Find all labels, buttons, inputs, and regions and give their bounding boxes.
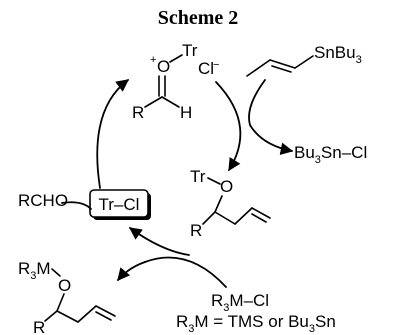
- vinyl-bond: [251, 207, 271, 219]
- product-o-c-bond: [56, 293, 65, 312]
- cycle-arrow-right: [215, 81, 242, 172]
- allyl-double-bond-inner: [271, 65, 292, 73]
- cycle-arrow-left: [96, 79, 130, 189]
- allyl-single-bond-1: [246, 59, 271, 77]
- product-oxygen: O: [58, 276, 71, 295]
- catalyst-box-frame: [89, 189, 149, 218]
- o-c-bond: [214, 195, 223, 213]
- allyl-stannane: SnBu3: [246, 43, 362, 77]
- trityl-oxocarbenium-complex: + O Tr Cl − R H: [132, 41, 219, 122]
- o-tr-bond: [169, 54, 183, 63]
- tin-chloride-exit-arrow: [249, 124, 294, 155]
- aldehyde-label: RCHO: [18, 191, 68, 210]
- c-r-bond-ether: [202, 211, 216, 225]
- product-c-ch2-bond: [56, 310, 79, 323]
- ether-oxygen: O: [220, 177, 233, 196]
- product-metal-label: R3M: [18, 259, 51, 282]
- product-r-group: R: [33, 318, 45, 335]
- metal-ether-product: R3M O R: [18, 259, 116, 335]
- catalyst-box: Tr–Cl: [89, 189, 151, 220]
- complex-r-group: R: [132, 103, 144, 122]
- product-exit-arrow: [117, 261, 146, 281]
- positive-charge: +: [150, 54, 156, 66]
- product-c-r-bond: [44, 310, 58, 322]
- tr-o-bond: [207, 177, 221, 185]
- allyl-double-bond: [269, 59, 296, 69]
- reagent-entry-arrow: [144, 256, 227, 288]
- m-o-bond: [51, 268, 61, 277]
- trityl-ether-intermediate: Tr O R: [190, 167, 271, 240]
- cycle-arrow-bottom: [128, 227, 190, 256]
- tin-chloride-byproduct: Bu3Sn–Cl: [294, 143, 367, 166]
- stannane-label: SnBu3: [314, 43, 362, 66]
- c-r-bond: [144, 96, 163, 108]
- c-h-bond: [161, 96, 180, 108]
- ether-r-group: R: [190, 221, 202, 240]
- stannane-entry-arrow: [248, 79, 266, 126]
- allyl-single-bond-2: [294, 55, 314, 69]
- vinyl-bond-inner: [251, 213, 267, 223]
- product-vinyl-bond: [95, 305, 116, 317]
- ether-trityl: Tr: [190, 167, 206, 186]
- catalyst-label: Tr–Cl: [99, 195, 140, 214]
- aldehyde-entry-arrow: [61, 201, 92, 210]
- complex-trityl: Tr: [182, 41, 198, 60]
- complex-hydrogen: H: [180, 103, 192, 122]
- chloride-counterion: Cl: [198, 59, 214, 78]
- product-ch2-ch-bond: [77, 305, 97, 323]
- metal-chloride-reagent: R3M–Cl: [211, 291, 269, 314]
- c-ch2-bond: [214, 211, 236, 225]
- chloride-charge: −: [213, 59, 219, 71]
- ch2-ch-bond: [234, 207, 253, 225]
- scheme-title: Scheme 2: [158, 7, 239, 29]
- product-vinyl-bond-inner: [95, 311, 112, 321]
- complex-oxygen: O: [157, 57, 170, 76]
- metal-definition: R3M = TMS or Bu3Sn: [176, 312, 336, 335]
